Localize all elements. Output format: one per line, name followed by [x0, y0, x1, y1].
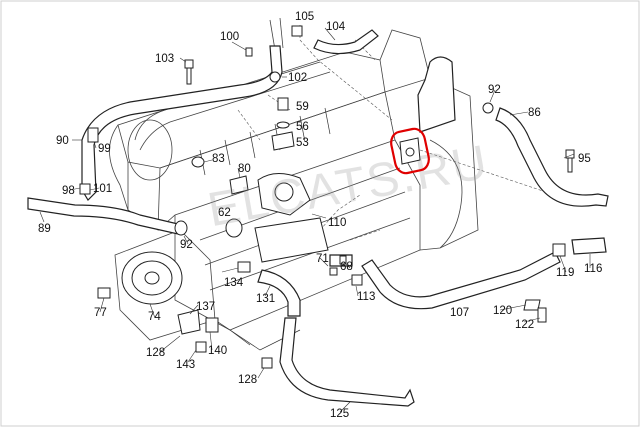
part-label-140: 140: [208, 345, 227, 357]
part-label-143: 143: [176, 359, 195, 371]
part-label-89: 89: [38, 223, 51, 235]
part-label-77: 77: [94, 307, 107, 319]
part-label-128-upper: 128: [146, 347, 165, 359]
hose-131: [257, 269, 301, 317]
part-label-122: 122: [515, 319, 534, 331]
part-label-53: 53: [296, 137, 309, 149]
label-leaders: [39, 27, 591, 413]
pump-housing: [254, 217, 329, 263]
part-label-56: 56: [296, 121, 309, 133]
hose-116: [571, 237, 607, 255]
part-label-86: 86: [528, 107, 541, 119]
part-label-71: 71: [316, 253, 329, 265]
highlight-marker: [390, 127, 430, 175]
highlighted-part-icon: [399, 137, 421, 165]
part-label-125: 125: [330, 408, 349, 420]
part-label-83: 83: [212, 153, 225, 165]
part-label-68: 68: [340, 261, 353, 273]
part-label-62: 62: [218, 207, 231, 219]
part-label-134: 134: [224, 277, 244, 289]
hose-107: [361, 251, 561, 310]
part-label-137: 137: [196, 301, 215, 313]
part-label-100: 100: [220, 31, 239, 43]
part-label-116: 116: [584, 263, 602, 275]
engine-block: [109, 17, 479, 351]
hose-90: [81, 45, 283, 201]
hose-86: [495, 107, 609, 207]
hoses: [27, 29, 609, 407]
part-label-128-lower: 128: [238, 374, 257, 386]
part-label-99: 99: [98, 143, 111, 155]
part-label-107: 107: [450, 307, 469, 319]
part-label-119: 119: [556, 267, 574, 279]
hose-125: [279, 317, 415, 407]
hardware: [79, 25, 575, 369]
part-label-92-lower: 92: [180, 239, 193, 251]
part-label-59: 59: [296, 101, 309, 113]
hose-104: [313, 29, 379, 55]
part-number-labels: 105 104 100 103 102 92 86 59 56 53 90 99…: [38, 11, 602, 420]
pipe-upper: [417, 56, 456, 133]
part-label-98: 98: [62, 185, 75, 197]
part-label-74: 74: [148, 311, 161, 323]
part-label-131: 131: [256, 293, 275, 305]
part-label-105: 105: [295, 11, 314, 23]
part-label-103: 103: [155, 53, 174, 65]
part-label-113: 113: [357, 291, 375, 303]
part-label-90: 90: [56, 135, 69, 147]
part-label-104: 104: [326, 21, 346, 33]
part-label-92-upper: 92: [488, 84, 501, 96]
part-label-95: 95: [578, 153, 591, 165]
clamp-105: [291, 25, 303, 37]
part-label-110: 110: [328, 217, 346, 229]
part-label-80: 80: [238, 163, 251, 175]
part-label-102: 102: [288, 72, 307, 84]
watermark-text: ELCATS.RU: [204, 136, 493, 237]
part-label-101: 101: [93, 183, 112, 195]
part-label-120: 120: [493, 305, 512, 317]
